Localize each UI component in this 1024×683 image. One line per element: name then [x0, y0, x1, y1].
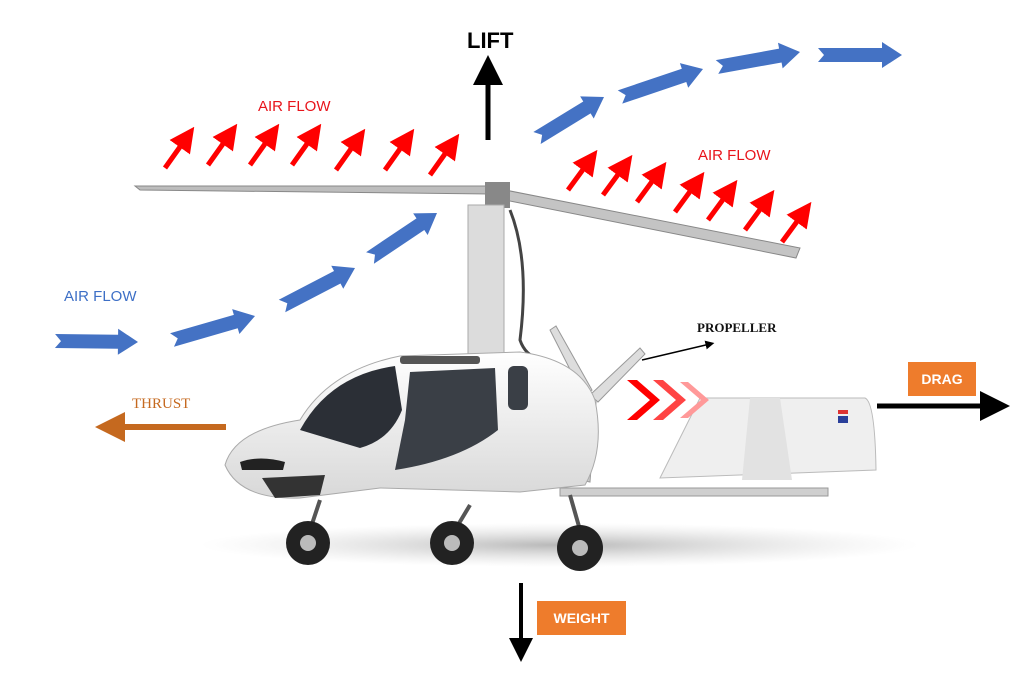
airflow-red-arrow	[672, 171, 705, 214]
airflow-red-arrow	[565, 149, 598, 192]
rotor-mast	[467, 204, 505, 356]
airflow-red-arrows	[162, 123, 812, 244]
propeller-label: PROPELLER	[697, 320, 777, 335]
airflow-red-arrow	[205, 123, 238, 167]
airflow-red-arrow	[427, 133, 460, 177]
windshield	[300, 366, 402, 448]
airflow-blue-arrow	[278, 265, 355, 313]
airflow-blue-arrow	[366, 212, 438, 264]
airflow-red-arrow	[742, 189, 775, 232]
landing-gear	[286, 494, 603, 571]
air-flow-label-top-right: AIR FLOW	[698, 147, 771, 164]
airflow-red-arrow	[289, 123, 322, 167]
lift-label: LIFT	[467, 28, 514, 53]
thrust-label: THRUST	[132, 396, 191, 412]
rotor	[133, 182, 801, 259]
propeller-pointer-arrow	[641, 340, 715, 361]
airflow-blue-arrow	[170, 309, 255, 347]
air-flow-label-top-left: AIR FLOW	[258, 98, 331, 115]
airflow-blue-arrow	[818, 42, 902, 68]
airflow-blue-arrow	[533, 96, 604, 144]
cabin-window	[395, 368, 498, 470]
airflow-blue-arrows	[54, 42, 902, 355]
airflow-red-arrow	[634, 161, 667, 204]
prop-wash-chevrons	[627, 380, 709, 420]
airflow-red-arrow	[247, 123, 280, 167]
airflow-blue-arrow	[617, 63, 704, 104]
weight-label: WEIGHT	[537, 601, 626, 635]
airflow-red-arrow	[705, 179, 738, 222]
drag-label: DRAG	[908, 362, 976, 396]
airflow-red-arrow	[333, 128, 366, 172]
airflow-red-arrow	[600, 154, 633, 197]
airflow-red-arrow	[382, 128, 415, 172]
airflow-blue-arrow	[715, 42, 800, 74]
airflow-blue-arrow	[54, 328, 138, 355]
airflow-red-arrow	[162, 126, 195, 170]
air-flow-label-left: AIR FLOW	[64, 288, 137, 305]
airflow-red-arrow	[779, 201, 812, 244]
tail-boom	[559, 487, 829, 497]
